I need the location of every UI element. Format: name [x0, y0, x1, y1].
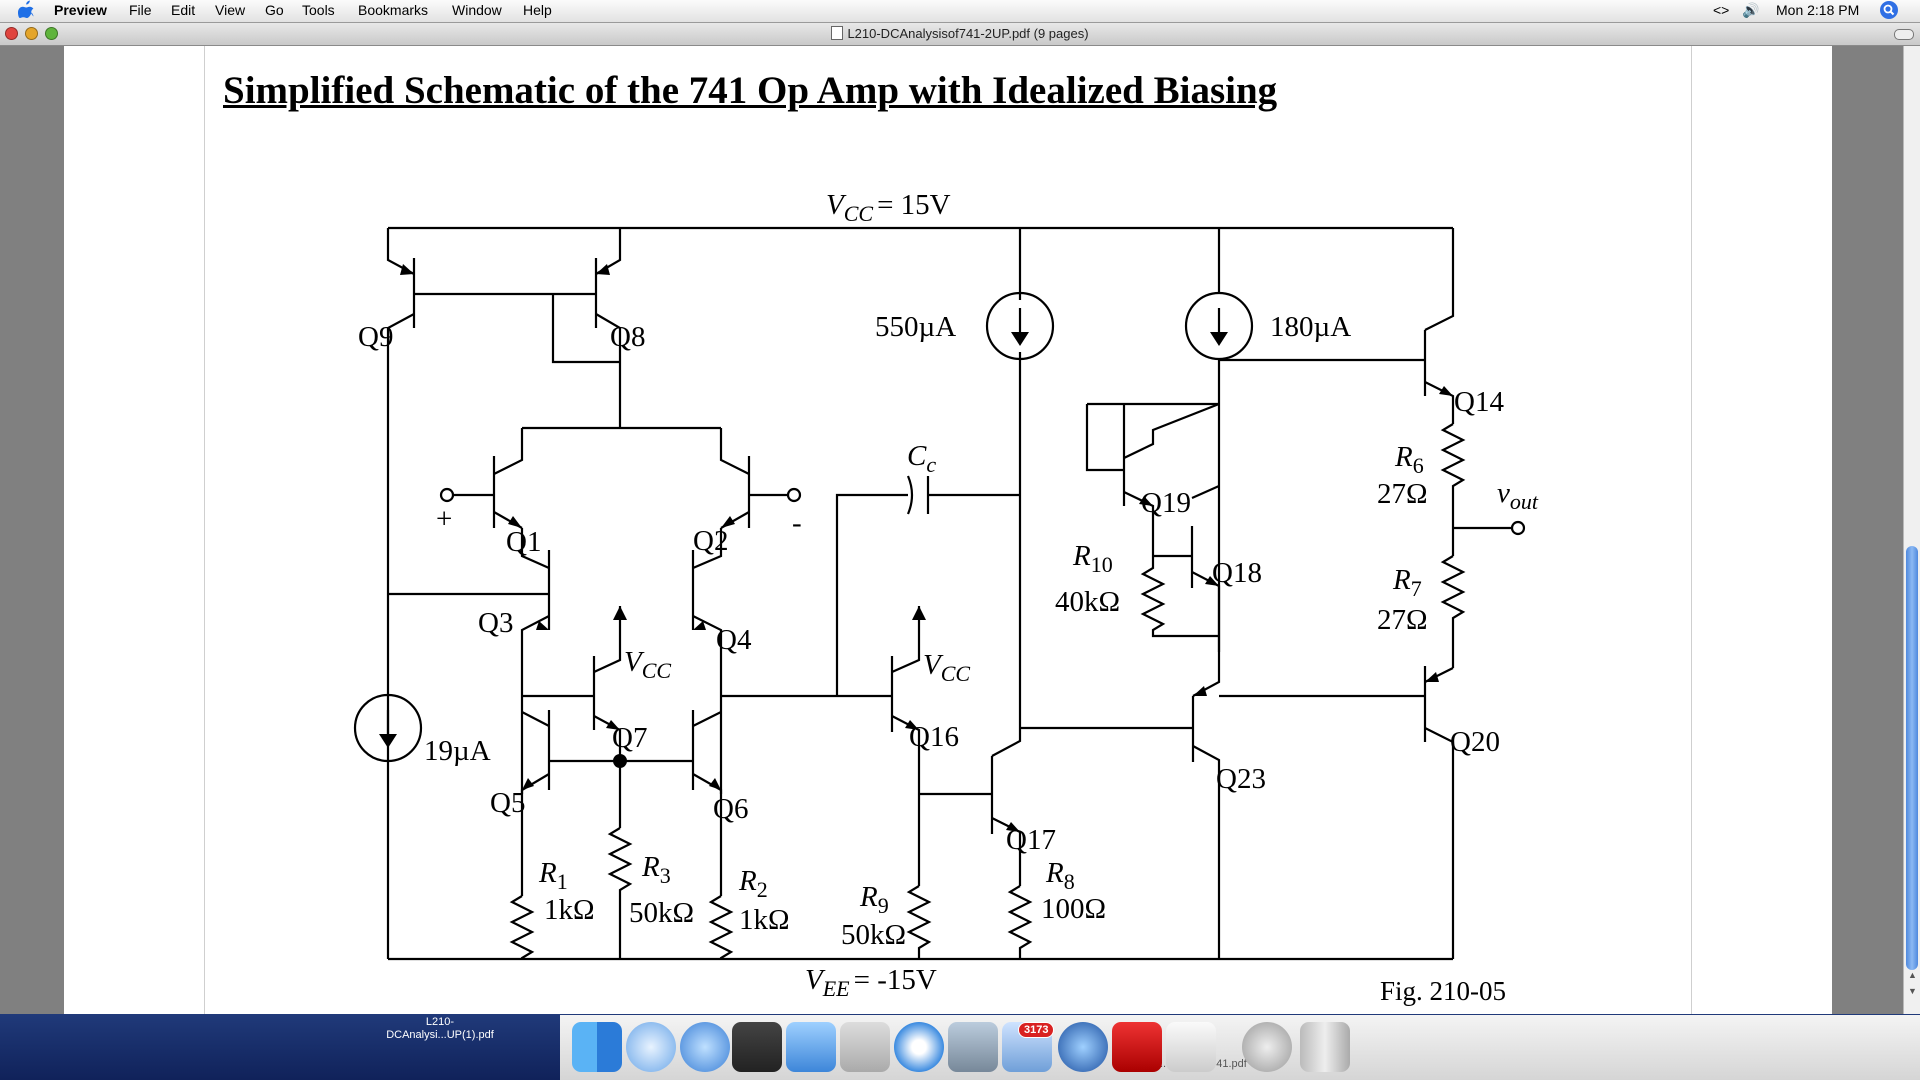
slide-frame [204, 46, 1692, 1014]
apple-menu-icon[interactable] [17, 0, 34, 21]
scroll-thumb[interactable] [1906, 546, 1918, 970]
trash-icon[interactable] [1300, 1022, 1350, 1072]
globe-icon[interactable] [1058, 1022, 1108, 1072]
q8-label: Q8 [610, 321, 645, 353]
source-550ua-label: 550µA [875, 311, 956, 343]
zoom-window-button[interactable] [45, 27, 58, 40]
scroll-up-arrow-icon[interactable]: ▲ [1908, 970, 1917, 980]
r7-value: 27Ω [1377, 604, 1428, 636]
r3-label: R3 [641, 851, 671, 888]
minimize-window-button[interactable] [25, 27, 38, 40]
q2-label: Q2 [693, 525, 728, 557]
menu-go[interactable]: Go [265, 2, 284, 18]
r3-value: 50kΩ [629, 897, 694, 929]
network-arrows-icon[interactable]: <> [1713, 2, 1730, 18]
q17-label: Q17 [1006, 824, 1056, 856]
menu-window[interactable]: Window [452, 2, 502, 18]
source-19ua-label: 19µA [424, 735, 491, 767]
scroll-down-arrow-icon[interactable]: ▼ [1908, 986, 1917, 996]
q5-label: Q5 [490, 787, 525, 819]
q14-label: Q14 [1454, 386, 1504, 418]
imac-icon[interactable] [840, 1022, 890, 1072]
r9-value: 50kΩ [841, 919, 906, 951]
op-amp-schematic: VCC= 15V VEE= -15V 550µA 180µA 19µA Q9 Q… [353, 189, 1539, 1001]
itunes-icon[interactable] [626, 1022, 676, 1072]
menubar: Preview File Edit View Go Tools Bookmark… [0, 0, 1920, 23]
menu-help[interactable]: Help [523, 2, 552, 18]
r6-value: 27Ω [1377, 478, 1428, 510]
r10-label: R10 [1072, 540, 1113, 577]
window-title: L210-DCAnalysisof741-2UP.pdf (9 pages) [0, 26, 1920, 41]
source-180ua-label: 180µA [1270, 311, 1351, 343]
pdf-page [64, 46, 1832, 1014]
vcc-top-label: VCC= 15V [826, 189, 951, 226]
menu-file[interactable]: File [129, 2, 152, 18]
r9-label: R9 [859, 881, 889, 918]
pdf-document-icon [831, 26, 844, 40]
menu-tools[interactable]: Tools [302, 2, 335, 18]
r10-value: 40kΩ [1055, 586, 1120, 618]
vcc-q7-label: VCC [624, 646, 671, 683]
finder-icon[interactable] [572, 1022, 622, 1072]
window-titlebar: L210-DCAnalysisof741-2UP.pdf (9 pages) [0, 23, 1920, 46]
vout-label: vout [1497, 477, 1539, 514]
ichat-icon[interactable] [680, 1022, 730, 1072]
slide-title: Simplified Schematic of the 741 Op Amp w… [223, 69, 1278, 112]
r6-label: R6 [1394, 441, 1424, 478]
menu-app-name[interactable]: Preview [54, 2, 107, 18]
minimized-window-label[interactable]: L210- DCAnalysi...UP(1).pdf [386, 1016, 494, 1041]
r2-label: R2 [738, 865, 768, 902]
r1-value: 1kΩ [544, 894, 595, 926]
vertical-scrollbar[interactable]: ▲ ▼ [1903, 46, 1920, 1014]
printer-icon[interactable] [732, 1022, 782, 1072]
spotlight-icon[interactable] [1880, 1, 1898, 22]
q16-label: Q16 [909, 721, 959, 753]
figure-label: Fig. 210-05 [1380, 976, 1507, 1006]
close-window-button[interactable] [5, 27, 18, 40]
safari-icon[interactable] [894, 1022, 944, 1072]
mail-folder-icon[interactable] [1242, 1022, 1292, 1072]
r7-label: R7 [1392, 564, 1422, 601]
q3-label: Q3 [478, 607, 513, 639]
q1-label: Q1 [506, 526, 541, 558]
vcc-q16-label: VCC [923, 649, 970, 686]
preview-icon[interactable] [948, 1022, 998, 1072]
q7-label: Q7 [612, 722, 647, 754]
word-icon[interactable] [786, 1022, 836, 1072]
menu-view[interactable]: View [215, 2, 246, 18]
vee-bottom-label: VEE= -15V [805, 964, 937, 1001]
r8-value: 100Ω [1041, 893, 1106, 925]
r8-label: R8 [1045, 857, 1075, 894]
q9-label: Q9 [358, 321, 393, 353]
menu-edit[interactable]: Edit [171, 2, 196, 18]
minus-input-label: - [792, 507, 802, 539]
menu-bookmarks[interactable]: Bookmarks [358, 2, 429, 18]
mail-badge: 3173 [1018, 1022, 1055, 1038]
pdf-view[interactable]: Simplified Schematic of the 741 Op Amp w… [0, 46, 1903, 1014]
q6-label: Q6 [713, 793, 748, 825]
toolbar-toggle-button[interactable] [1894, 29, 1914, 40]
volume-icon[interactable]: 🔊 [1742, 2, 1760, 18]
menubar-clock[interactable]: Mon 2:18 PM [1776, 2, 1860, 18]
plus-input-label: + [436, 503, 452, 535]
q4-label: Q4 [716, 624, 752, 656]
acrobat-icon[interactable] [1112, 1022, 1162, 1072]
documents-stack-icon[interactable] [1166, 1022, 1216, 1072]
q18-label: Q18 [1212, 557, 1262, 589]
r1-label: R1 [538, 857, 568, 894]
q20-label: Q20 [1450, 726, 1500, 758]
q23-label: Q23 [1216, 763, 1266, 795]
cc-label: Cc [907, 440, 936, 477]
r2-value: 1kΩ [739, 904, 790, 936]
q19-label: Q19 [1141, 487, 1191, 519]
